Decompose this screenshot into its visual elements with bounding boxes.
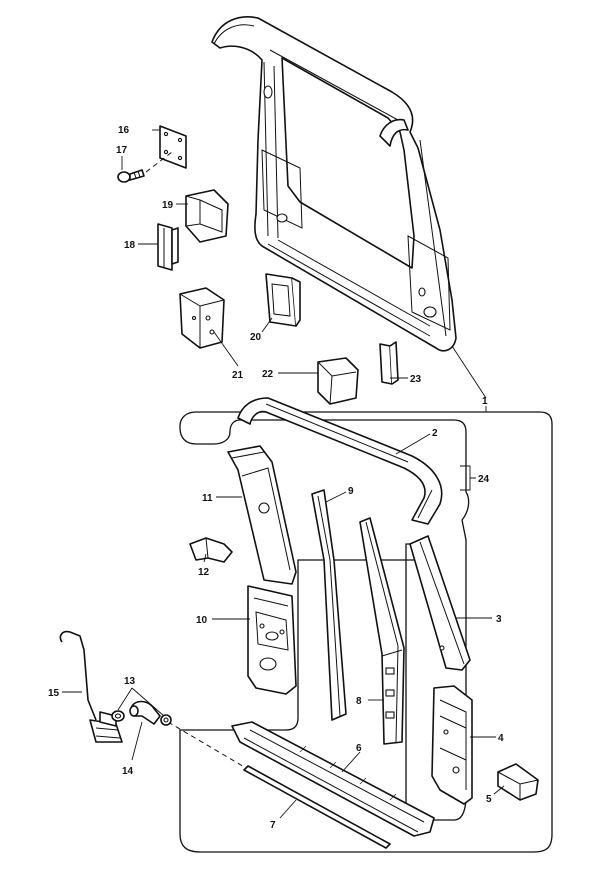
callout-labels: 16 17 19 18 20 21 22 23 1 2 24 11 9 12 1… — [48, 125, 504, 831]
part-12-bracket — [189, 537, 233, 563]
part-13-grommets — [111, 710, 172, 726]
part-8-pillar — [359, 517, 405, 745]
part-9-post — [311, 489, 347, 721]
dashed-line-14-7 — [167, 721, 247, 769]
callout-21: 21 — [232, 370, 244, 381]
part-15-check-rod — [59, 630, 123, 743]
callout-22: 22 — [262, 369, 274, 380]
callout-15: 15 — [48, 688, 60, 699]
callout-24: 24 — [478, 474, 490, 485]
part-7-strip — [243, 765, 391, 849]
part-6-sill — [231, 721, 435, 837]
callout-2: 2 — [432, 428, 438, 439]
part-4-rear-panel — [431, 685, 473, 805]
leader-lines — [62, 129, 505, 819]
callout-20: 20 — [250, 332, 262, 343]
callout-5: 5 — [486, 794, 492, 805]
part-5-block — [497, 763, 539, 801]
part-20-hinge — [265, 273, 301, 327]
part-21-plate — [179, 287, 225, 349]
part-10-lower-panel — [247, 585, 297, 695]
callout-9: 9 — [348, 486, 354, 497]
door-frame-assembly — [211, 16, 457, 352]
part-16-plate — [159, 125, 187, 169]
callout-12: 12 — [198, 567, 210, 578]
part-3-strip — [409, 535, 471, 671]
callout-7: 7 — [270, 820, 276, 831]
part-19-bracket — [185, 189, 229, 243]
part-17-screw — [117, 169, 145, 183]
part-14-bushing — [129, 700, 161, 725]
part-23-bracket — [379, 341, 399, 385]
callout-17: 17 — [116, 145, 128, 156]
callout-3: 3 — [496, 614, 502, 625]
callout-18: 18 — [124, 240, 136, 251]
part-11-inner-panel — [227, 445, 297, 585]
callout-8: 8 — [356, 696, 362, 707]
part-2-roof-rail — [237, 397, 443, 525]
callout-1: 1 — [482, 396, 488, 407]
dashed-line-17-16 — [145, 151, 173, 173]
part-22-block — [317, 357, 359, 405]
callout-14: 14 — [122, 766, 134, 777]
callout-11: 11 — [202, 493, 213, 504]
callout-16: 16 — [118, 125, 130, 136]
callout-13: 13 — [124, 676, 136, 687]
callout-23: 23 — [410, 374, 422, 385]
callout-6: 6 — [356, 743, 362, 754]
part-18-hinge — [157, 223, 179, 271]
callout-4: 4 — [498, 733, 504, 744]
callout-19: 19 — [162, 200, 174, 211]
callout-10: 10 — [196, 615, 208, 626]
